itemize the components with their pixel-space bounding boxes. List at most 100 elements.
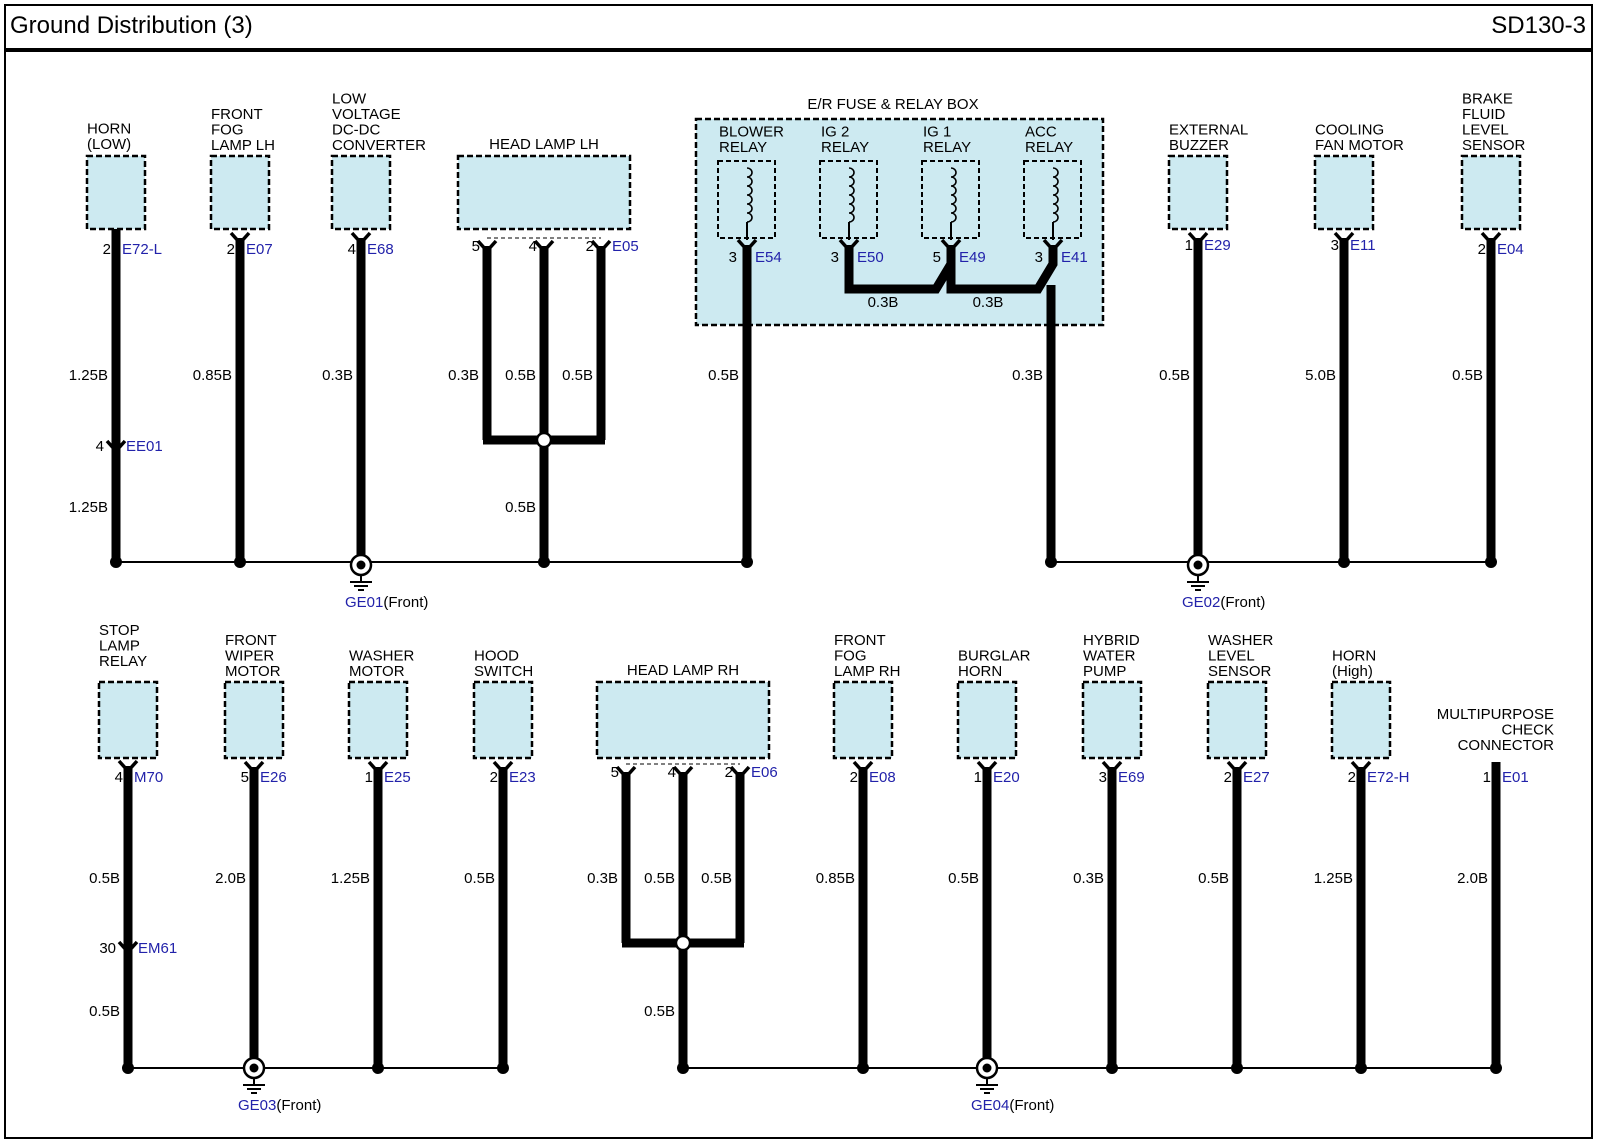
- hybrid-water-pump-pin: 3: [1099, 769, 1107, 786]
- ldc-converter-label: VOLTAGE: [332, 106, 401, 123]
- stop-lamp-relay-label: STOP: [99, 622, 140, 639]
- head-lamp-lh-pin: 4: [529, 238, 537, 255]
- head-lamp-lh-pin: 5: [472, 238, 480, 255]
- relay-box-label: E/R FUSE & RELAY BOX: [807, 96, 978, 113]
- ldc-converter-label: LOW: [332, 91, 367, 108]
- ground-ge02-label: GE02(Front): [1182, 594, 1265, 611]
- washer-level-sensor-label: LEVEL: [1208, 648, 1255, 665]
- page-title: Ground Distribution (3): [10, 12, 253, 39]
- mpc-connector: E01: [1502, 769, 1529, 786]
- head-lamp-rh-bus-node: [677, 1062, 689, 1074]
- fog-lamp-rh-pin: 2: [850, 769, 858, 786]
- diagram-frame: [4, 4, 1593, 1139]
- fog-lamp-lh-label: LAMP LH: [211, 137, 275, 154]
- cooling-fan-box: [1313, 154, 1375, 231]
- ldc-converter-pin: 4: [348, 241, 356, 258]
- burglar-horn-label: BURGLAR: [958, 648, 1031, 665]
- ground-ge04-symbol-core: [982, 1063, 992, 1073]
- front-wiper-motor-label: FRONT: [225, 632, 277, 649]
- horn-low-lower-wire-spec: 1.25B: [69, 499, 108, 516]
- blower-relay-bus-node: [741, 556, 753, 568]
- acc-relay-bus-node: [1045, 556, 1057, 568]
- washer-level-sensor-box: [1206, 680, 1268, 760]
- fog-lamp-lh-connector: E07: [246, 241, 273, 258]
- hood-switch-box: [472, 680, 534, 760]
- burglar-horn-connector: E20: [993, 769, 1020, 786]
- horn-low-inline-connector: EE01: [126, 438, 163, 455]
- front-wiper-motor-box: [223, 680, 285, 760]
- bridge1-wire-spec: 0.3B: [868, 294, 899, 311]
- hood-switch-pin: 2: [490, 769, 498, 786]
- brake-fluid-sensor-connector: E04: [1497, 241, 1524, 258]
- horn-high-wire-spec: 1.25B: [1314, 870, 1353, 887]
- washer-motor-label: WASHER: [349, 648, 414, 665]
- burglar-horn-pin: 1: [974, 769, 982, 786]
- washer-motor-pin: 1: [365, 769, 373, 786]
- head-lamp-rh-box: [595, 680, 771, 760]
- brake-fluid-sensor-wire-spec: 0.5B: [1452, 367, 1483, 384]
- relay-pin: 3: [729, 249, 737, 266]
- mpc-pin: 1: [1483, 769, 1491, 786]
- head-lamp-lh-bus-node: [538, 556, 550, 568]
- relay-coil-icon: [1052, 167, 1059, 223]
- relay-pin: 3: [1035, 249, 1043, 266]
- relay-label: RELAY: [821, 139, 869, 156]
- ground-ge01-symbol-core: [356, 560, 366, 570]
- washer-motor-wire-spec: 1.25B: [331, 870, 370, 887]
- bridge2-wire-spec: 0.3B: [973, 294, 1004, 311]
- horn-high-bus-node: [1355, 1062, 1367, 1074]
- burglar-horn-box: [956, 680, 1018, 760]
- external-buzzer-label: BUZZER: [1169, 137, 1229, 154]
- horn-high-pin: 2: [1348, 769, 1356, 786]
- horn-low-label: (LOW): [87, 136, 131, 153]
- hybrid-water-pump-label: PUMP: [1083, 663, 1126, 680]
- horn-low-inline-pin: 4: [96, 438, 104, 455]
- stop-lamp-relay-lower-wire-spec: 0.5B: [89, 1003, 120, 1020]
- external-buzzer-wire-spec: 0.5B: [1159, 367, 1190, 384]
- fog-lamp-lh-pin: 2: [227, 241, 235, 258]
- relay-pin: 3: [831, 249, 839, 266]
- washer-level-sensor-bus-node: [1231, 1062, 1243, 1074]
- hybrid-water-pump-label: HYBRID: [1083, 632, 1140, 649]
- ldc-converter-connector: E68: [367, 241, 394, 258]
- mpc-wire-spec: 2.0B: [1457, 870, 1488, 887]
- head-lamp-lh-label: HEAD LAMP LH: [489, 136, 599, 153]
- horn-high-connector: E72-H: [1367, 769, 1410, 786]
- hood-switch-label: SWITCH: [474, 663, 533, 680]
- stop-lamp-relay-inline-chevron: [117, 940, 139, 955]
- head-lamp-rh-splice: [674, 934, 692, 952]
- burglar-horn-label: HORN: [958, 663, 1002, 680]
- horn-high-label: (High): [1332, 663, 1373, 680]
- hybrid-water-pump-bus-node: [1106, 1062, 1118, 1074]
- brake-fluid-sensor-bus-node: [1485, 556, 1497, 568]
- horn-low-box: [85, 154, 147, 231]
- fog-lamp-lh-box: [209, 154, 271, 231]
- external-buzzer-pin: 1: [1185, 237, 1193, 254]
- fog-lamp-lh-label: FRONT: [211, 106, 263, 123]
- relay-coil-icon: [746, 167, 753, 223]
- cooling-fan-bus-node: [1338, 556, 1350, 568]
- horn-low-inline-chevron: [105, 439, 127, 454]
- ldc-converter-label: DC-DC: [332, 122, 380, 139]
- hybrid-water-pump-label: WATER: [1083, 648, 1136, 665]
- relay-connector: E49: [959, 249, 986, 266]
- fog-lamp-lh-label: FOG: [211, 122, 244, 139]
- washer-level-sensor-wire-spec: 0.5B: [1198, 870, 1229, 887]
- fog-lamp-rh-label: LAMP RH: [834, 663, 900, 680]
- ground-ge03-label: GE03(Front): [238, 1097, 321, 1114]
- ground-ge01-label: GE01(Front): [345, 594, 428, 611]
- relay-label: BLOWER: [719, 124, 784, 141]
- relay-connector: E54: [755, 249, 782, 266]
- washer-level-sensor-label: WASHER: [1208, 632, 1273, 649]
- relay-coil-icon: [950, 167, 957, 223]
- fog-lamp-lh-wire-spec: 0.85B: [193, 367, 232, 384]
- head-lamp-rh-connector: E06: [751, 764, 778, 781]
- cooling-fan-connector: E11: [1350, 237, 1376, 254]
- hybrid-water-pump-box: [1081, 680, 1143, 760]
- hood-switch-wire-spec: 0.5B: [464, 870, 495, 887]
- brake-fluid-sensor-pin: 2: [1478, 241, 1486, 258]
- head-lamp-lh-pin: 2: [586, 238, 594, 255]
- cooling-fan-pin: 3: [1331, 237, 1339, 254]
- fog-lamp-rh-box: [832, 680, 894, 760]
- relay-coil-icon: [848, 167, 855, 223]
